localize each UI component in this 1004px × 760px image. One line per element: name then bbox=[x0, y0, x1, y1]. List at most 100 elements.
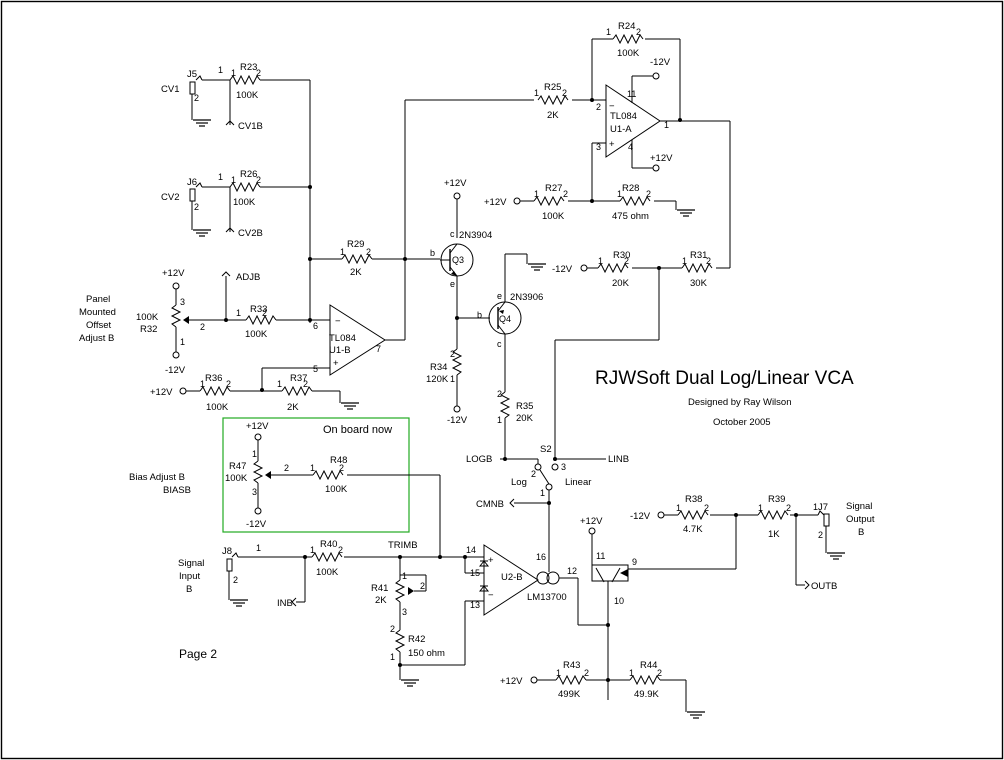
adjb-net: ADJB bbox=[236, 272, 260, 283]
s2-linear-contact bbox=[551, 463, 559, 471]
svg-text:1: 1 bbox=[629, 668, 634, 678]
svg-text:2: 2 bbox=[262, 308, 267, 318]
q4-ref: Q4 bbox=[499, 314, 511, 324]
r41-value: 2K bbox=[375, 595, 387, 606]
u1a-neg-supply: -12V bbox=[650, 57, 671, 68]
r34-ref: R34 bbox=[430, 362, 447, 373]
r43-ref: R43 bbox=[563, 660, 580, 671]
u1b-part: TL084 bbox=[329, 333, 356, 344]
svg-text:2: 2 bbox=[450, 349, 455, 359]
schematic-title: RJWSoft Dual Log/Linear VCA bbox=[595, 368, 854, 389]
r32-pot bbox=[170, 304, 182, 328]
r41-pot bbox=[394, 579, 406, 603]
svg-text:1: 1 bbox=[277, 379, 282, 389]
svg-text:9: 9 bbox=[632, 557, 637, 567]
svg-text:2: 2 bbox=[786, 503, 791, 513]
r41-ref: R41 bbox=[371, 583, 388, 594]
u1b-ref: U1-B bbox=[329, 345, 351, 356]
r33-resistor bbox=[245, 314, 277, 326]
r33-value: 100K bbox=[245, 329, 268, 340]
r43-resistor bbox=[555, 674, 587, 686]
svg-text:+: + bbox=[609, 139, 615, 150]
q4-transistor-group: b e c Q4 2N3906 bbox=[457, 253, 547, 392]
svg-text:1: 1 bbox=[758, 503, 763, 513]
r27-value: 100K bbox=[542, 211, 565, 222]
svg-text:1: 1 bbox=[534, 88, 539, 98]
svg-text:1: 1 bbox=[340, 247, 345, 257]
svg-text:1: 1 bbox=[682, 256, 687, 266]
r36-resistor bbox=[199, 385, 231, 397]
svg-text:2: 2 bbox=[636, 27, 641, 37]
svg-text:5: 5 bbox=[313, 364, 318, 374]
svg-text:1: 1 bbox=[450, 374, 455, 384]
r47-ref: R47 bbox=[229, 461, 246, 472]
cv1b-net: CV1B bbox=[238, 121, 263, 132]
page-label: Page 2 bbox=[179, 647, 217, 661]
r23-value: 100K bbox=[236, 90, 259, 101]
r28-value: 475 ohm bbox=[612, 211, 649, 222]
r44-resistor bbox=[629, 674, 661, 686]
offset-annotation-line2: Mounted bbox=[79, 307, 116, 318]
j8-ref: J8 bbox=[222, 546, 232, 557]
input-annotation-line3: B bbox=[186, 584, 192, 595]
r30-ref: R30 bbox=[613, 250, 630, 261]
r32-neg-supply: -12V bbox=[165, 365, 186, 376]
j7-ref: J7 bbox=[818, 502, 828, 513]
r32-value: 100K bbox=[136, 312, 159, 323]
q3-supply: +12V bbox=[444, 178, 467, 189]
buffer-supply: +12V bbox=[580, 516, 603, 527]
s2-log-label: Log bbox=[511, 477, 527, 488]
svg-text:4: 4 bbox=[628, 142, 633, 152]
svg-text:2: 2 bbox=[706, 256, 711, 266]
j8-jack bbox=[226, 558, 233, 572]
r40-value: 100K bbox=[316, 567, 339, 578]
q3-ref: Q3 bbox=[452, 255, 464, 265]
svg-text:b: b bbox=[477, 310, 482, 320]
r30-value: 20K bbox=[612, 278, 630, 289]
r35-value: 20K bbox=[516, 413, 534, 424]
svg-text:6: 6 bbox=[313, 321, 318, 331]
s2-log-contact bbox=[534, 463, 542, 471]
r25-ref: R25 bbox=[544, 82, 561, 93]
r24-ref: R24 bbox=[618, 21, 635, 32]
r39-ref: R39 bbox=[768, 494, 785, 505]
svg-text:14: 14 bbox=[466, 545, 476, 555]
offset-annotation-line3: Offset bbox=[86, 320, 112, 331]
svg-text:1: 1 bbox=[540, 488, 545, 498]
svg-text:1: 1 bbox=[256, 543, 261, 553]
offset-annotation-line4: Adjust B bbox=[79, 333, 114, 344]
output-annotation-line1: Signal bbox=[846, 501, 872, 512]
svg-text:2: 2 bbox=[497, 389, 502, 399]
svg-text:2: 2 bbox=[194, 202, 199, 212]
outb-net: OUTB bbox=[811, 581, 837, 592]
output-annotation-line3: B bbox=[858, 527, 864, 538]
u1a-ref: U1-A bbox=[610, 124, 632, 135]
u1a-part: TL084 bbox=[610, 111, 637, 122]
r31-ref: R31 bbox=[690, 250, 707, 261]
svg-text:1: 1 bbox=[497, 415, 502, 425]
svg-text:e: e bbox=[497, 291, 502, 301]
svg-text:2: 2 bbox=[596, 102, 601, 112]
r29-ref: R29 bbox=[347, 239, 364, 250]
cmnb-net: CMNB bbox=[476, 499, 504, 510]
r38-resistor bbox=[677, 509, 709, 521]
s2-lever[interactable] bbox=[539, 469, 550, 485]
j5-ref: J5 bbox=[187, 69, 197, 80]
cv1-label: CV1 bbox=[161, 84, 179, 95]
svg-text:2: 2 bbox=[256, 175, 261, 185]
svg-text:1: 1 bbox=[310, 463, 315, 473]
r34-resistor bbox=[451, 348, 463, 376]
r27-resistor bbox=[533, 195, 565, 207]
svg-text:12: 12 bbox=[567, 566, 577, 576]
r37-ref: R37 bbox=[290, 373, 307, 384]
svg-text:2: 2 bbox=[339, 463, 344, 473]
svg-text:2: 2 bbox=[562, 88, 567, 98]
cv2-label: CV2 bbox=[161, 192, 179, 203]
input-annotation-line2: Input bbox=[179, 571, 200, 582]
logb-net: LOGB bbox=[466, 454, 492, 465]
r47-pot bbox=[252, 460, 264, 484]
q3-transistor-group: +12V c b e Q3 2N3904 bbox=[430, 178, 492, 349]
